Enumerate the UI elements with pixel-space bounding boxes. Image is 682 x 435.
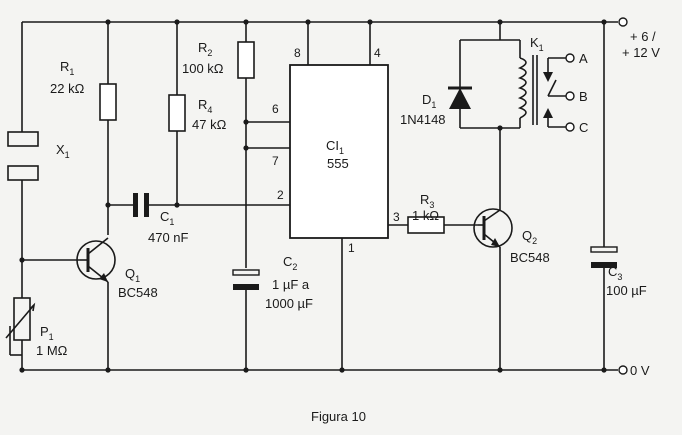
q1-ref: Q1 [125,266,140,284]
transistor-q1 [76,237,116,370]
r4-ref: R4 [198,97,212,115]
c2-ref: C2 [283,254,297,272]
resistor-r2 [237,22,255,268]
x1-branch [7,22,80,298]
diode-d1 [448,22,520,129]
k1-ref: K1 [530,35,544,53]
transistor-q2 [473,128,513,370]
capacitor-c3 [590,22,618,370]
figure-caption: Figura 10 [311,409,366,424]
supply-positive-label-2: + 12 V [622,45,660,60]
r1-ref: R1 [60,59,74,77]
ic-pin-4: 4 [374,46,381,60]
r2-ref: R2 [198,40,212,58]
ic-pin-2: 2 [277,188,284,202]
ic-part: 555 [327,156,349,171]
r1-value: 22 kΩ [50,81,85,96]
c1-value: 470 nF [148,230,189,245]
ground-rail [22,365,628,375]
c3-value: 100 µF [606,283,647,298]
r3-value: 1 kΩ [412,208,439,223]
x1-ref: X1 [56,142,70,160]
x1-element-bottom [7,165,39,181]
x1-element-top [7,131,39,147]
junction-dots [19,19,607,373]
supply-positive-label: + 6 / [630,29,656,44]
c3-ref: C3 [608,264,622,282]
c1-ref: C1 [160,209,174,227]
q2-part: BC548 [510,250,550,265]
p1-ref: P1 [40,324,54,342]
q2-ref: Q2 [522,228,537,246]
q1-part: BC548 [118,285,158,300]
potentiometer-p1 [5,297,36,370]
ic-pin-3: 3 [393,210,400,224]
capacitor-c1 [108,193,290,217]
c2-value-2: 1000 µF [265,296,313,311]
relay-coil-k1 [517,40,538,128]
p1-value: 1 MΩ [36,343,68,358]
ic-555 [289,22,389,370]
resistor-r4 [168,22,186,205]
resistor-r3 [388,216,478,234]
ic-ref: CI1 [326,138,344,156]
supply-ground-label: 0 V [630,363,650,378]
positive-rail [22,17,628,27]
ic-pin-8: 8 [294,46,301,60]
ic-pin-7: 7 [272,154,279,168]
ic-pin-6: 6 [272,102,279,116]
r4-value: 47 kΩ [192,117,227,132]
k1-contact-a: A [579,51,588,66]
k1-contact-b: B [579,89,588,104]
ic-pin-1: 1 [348,241,355,255]
d1-ref: D1 [422,92,436,110]
resistor-r1 [99,22,117,235]
d1-part: 1N4148 [400,112,446,127]
relay-contacts-k1 [543,53,575,132]
capacitor-c2 [232,269,260,370]
r3-ref: R3 [420,192,434,210]
c2-value: 1 µF a [272,277,310,292]
k1-contact-c: C [579,120,588,135]
r2-value: 100 kΩ [182,61,224,76]
